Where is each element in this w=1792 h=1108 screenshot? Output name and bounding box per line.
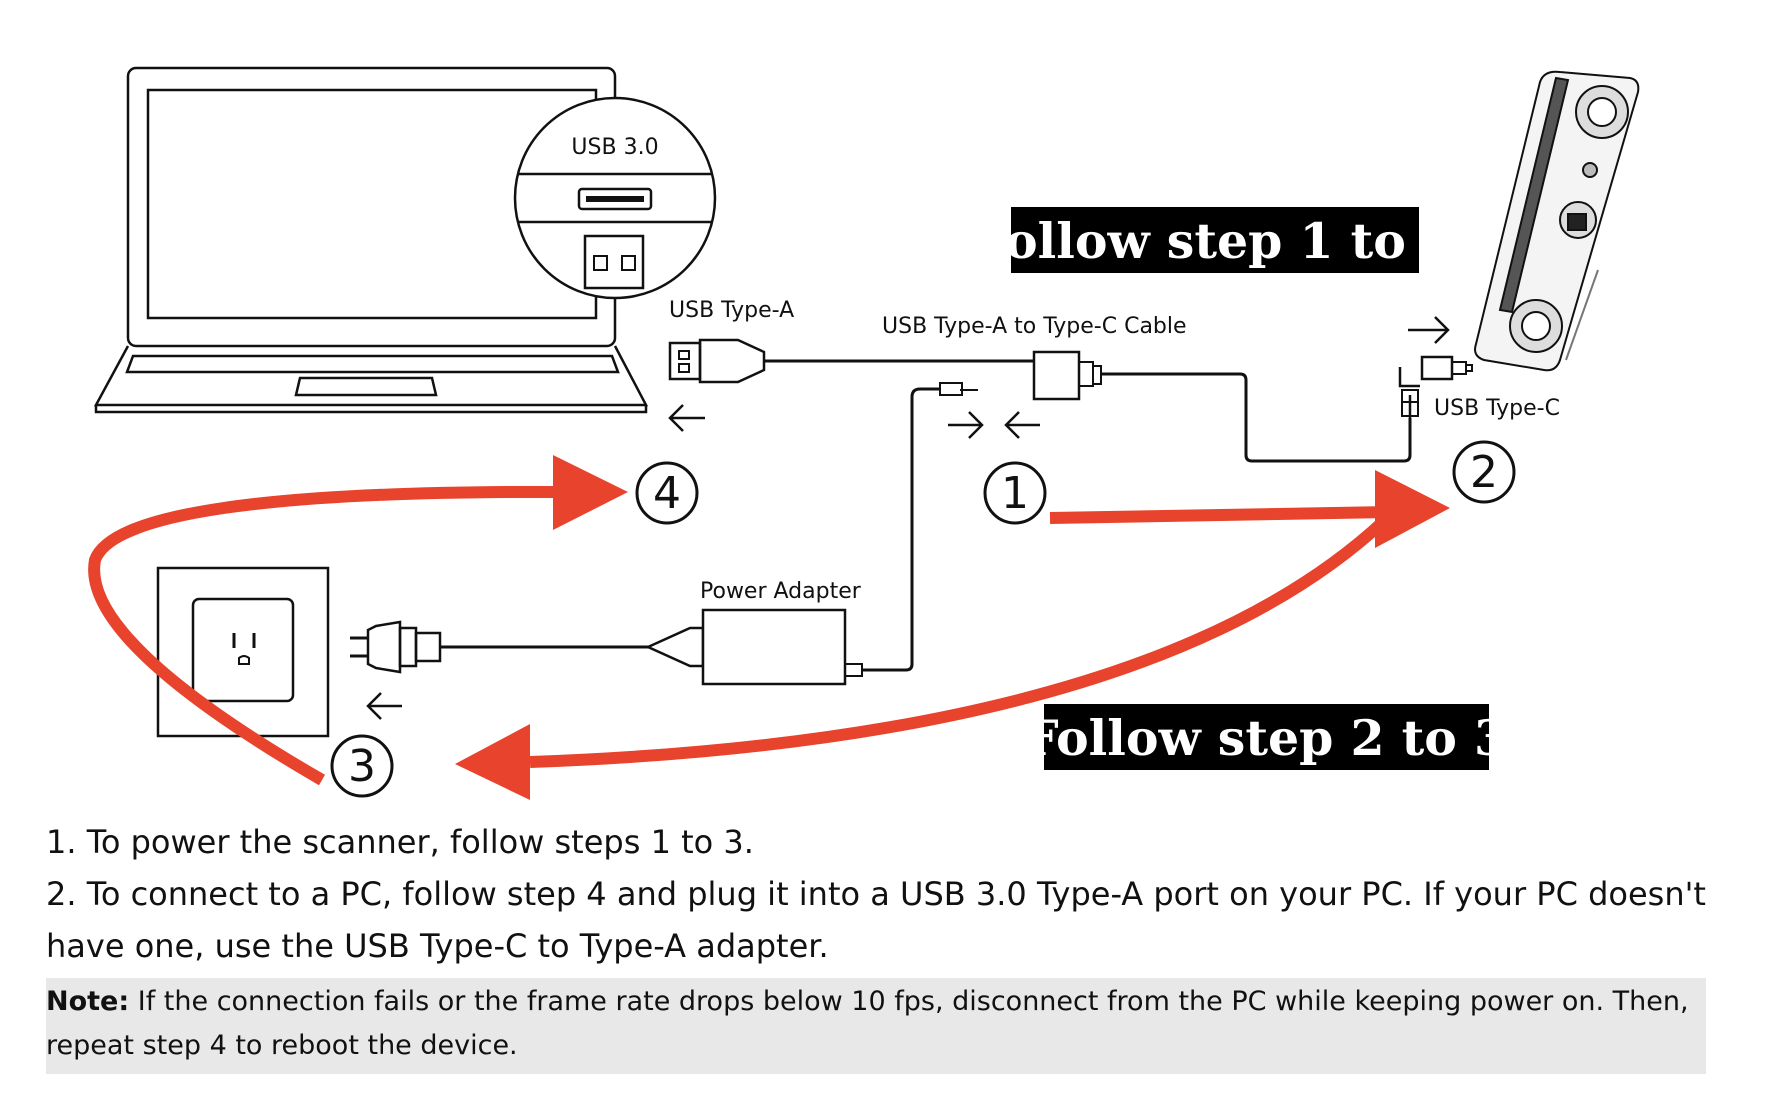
power-plug — [350, 620, 648, 674]
note-box: Note: If the connection fails or the fra… — [46, 978, 1706, 1074]
red-arrows — [88, 455, 1450, 800]
step-3-number: 3 — [348, 741, 376, 792]
power-adapter — [644, 608, 863, 686]
usb-type-a-label: USB Type-A — [669, 298, 794, 323]
direction-arrows — [366, 316, 1450, 720]
banner-bottom-text: Follow step 2 to 3 — [1024, 709, 1508, 767]
laptop — [93, 66, 649, 414]
usb-type-c-label: USB Type-C — [1434, 396, 1560, 421]
banner-top-text: Follow step 1 to 2 — [973, 212, 1457, 270]
wall-socket — [156, 566, 330, 738]
power-adapter-label: Power Adapter — [700, 579, 862, 604]
instruction-line-1: 1. To power the scanner, follow steps 1 … — [46, 823, 754, 861]
usb30-label: USB 3.0 — [571, 135, 658, 160]
instruction-line-2: 2. To connect to a PC, follow step 4 and… — [46, 875, 1706, 965]
instructions: 1. To power the scanner, follow steps 1 … — [46, 816, 1706, 1074]
step-2-marker: 2 — [1452, 440, 1516, 504]
connection-diagram: USB 3.0 USB Type-A USB Type-A to Type-C … — [88, 66, 1640, 800]
cable-label: USB Type-A to Type-C Cable — [882, 314, 1187, 339]
step-4-marker: 4 — [635, 461, 699, 525]
banner-step-1-to-2: Follow step 1 to 2 — [973, 207, 1457, 273]
step-1-number: 1 — [1001, 468, 1029, 519]
note-label: Note: — [46, 986, 130, 1017]
cable-lines — [764, 350, 1473, 672]
banner-step-2-to-3: Follow step 2 to 3 — [1024, 704, 1508, 770]
usb-port-magnifier: USB 3.0 — [513, 96, 717, 300]
scanner-device — [1474, 70, 1640, 372]
step-3-marker: 3 — [330, 734, 394, 798]
step-2-number: 2 — [1470, 447, 1498, 498]
note-text: If the connection fails or the frame rat… — [46, 986, 1689, 1061]
step-4-number: 4 — [653, 468, 681, 519]
usb-type-a-plug — [668, 338, 766, 384]
step-1-marker: 1 — [983, 461, 1047, 525]
